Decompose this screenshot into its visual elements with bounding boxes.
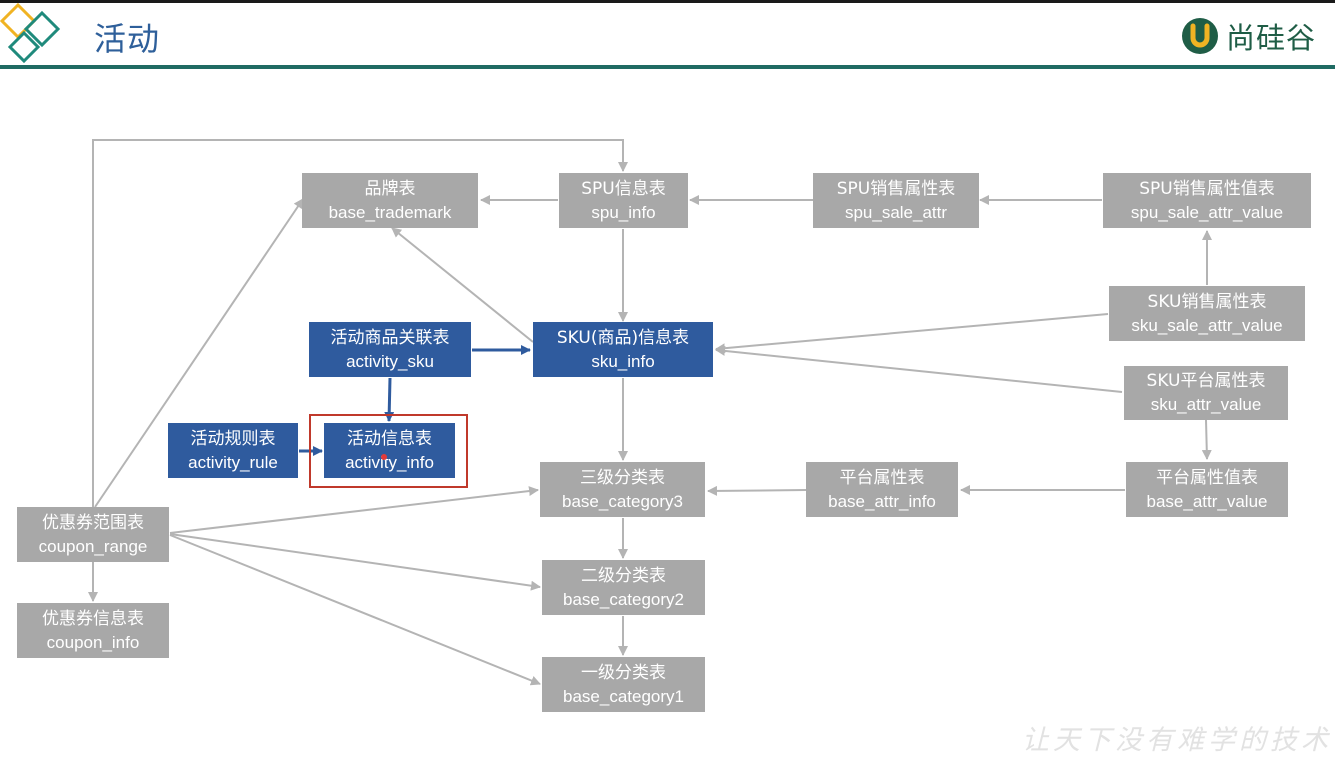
- table-cn-name: 二级分类表: [581, 565, 666, 586]
- table-en-name: sku_info: [591, 351, 655, 371]
- slogan-watermark: 让天下没有难学的技术: [1022, 725, 1332, 756]
- table-cn-name: 优惠券信息表: [42, 608, 144, 629]
- table-en-name: coupon_range: [38, 536, 148, 556]
- table-cn-name: 平台属性表: [839, 467, 925, 488]
- table-en-name: sku_attr_value: [1150, 395, 1262, 414]
- table-cn-name: 活动商品关联表: [330, 327, 450, 348]
- table-base-attr-info: 平台属性表 base_attr_info: [806, 462, 958, 517]
- table-en-name: base_category3: [562, 491, 683, 511]
- table-coupon-info: 优惠券信息表 coupon_info: [17, 603, 169, 658]
- table-cn-name: SKU销售属性表: [1147, 291, 1267, 312]
- table-en-name: coupon_info: [46, 632, 140, 652]
- table-base-category3: 三级分类表 base_category3: [540, 462, 705, 517]
- header-rule: [0, 65, 1335, 69]
- table-base-category2: 二级分类表 base_category2: [542, 560, 705, 615]
- table-coupon-range: 优惠券范围表 coupon_range: [17, 507, 169, 562]
- table-en-name: activity_rule: [188, 452, 278, 472]
- table-sku-sale-attr-value: SKU销售属性表 sku_sale_attr_value: [1109, 286, 1305, 341]
- table-activity-rule: 活动规则表 activity_rule: [168, 423, 298, 478]
- page-title: 活动: [94, 20, 161, 58]
- table-spu-sale-attr: SPU销售属性表 spu_sale_attr: [813, 173, 979, 228]
- table-cn-name: 优惠券范围表: [42, 512, 144, 533]
- u-logo-icon: [1182, 18, 1218, 54]
- edge-coupon-range-to-base-category1: [169, 534, 541, 686]
- table-cn-name: SPU销售属性值表: [1139, 178, 1275, 199]
- table-en-name: base_category1: [563, 686, 684, 706]
- table-cn-name: SPU信息表: [581, 178, 666, 199]
- table-base-trademark: 品牌表 base_trademark: [302, 173, 478, 228]
- selection-highlight-frame: [309, 414, 468, 488]
- table-spu-sale-attr-value: SPU销售属性值表 spu_sale_attr_value: [1103, 173, 1311, 228]
- table-cn-name: SKU(商品)信息表: [556, 327, 690, 348]
- table-cn-name: 一级分类表: [581, 662, 666, 683]
- brand: 尚硅谷: [1180, 14, 1316, 58]
- brand-name: 尚硅谷: [1226, 21, 1317, 55]
- edge-base-attr-info-to-base-category3: [707, 485, 807, 496]
- table-cn-name: 三级分类表: [580, 467, 665, 488]
- top-strip: [0, 0, 1335, 3]
- edge-coupon-range-to-spu-info: [92, 139, 628, 507]
- edge-sku-sale-attr-value-to-sku-info: [715, 313, 1109, 354]
- table-en-name: base_attr_value: [1146, 491, 1268, 511]
- edge-sku-attr-value-to-sku-info: [715, 345, 1123, 393]
- table-sku-attr-value: SKU平台属性表 sku_attr_value: [1124, 366, 1288, 420]
- table-en-name: spu_sale_attr: [844, 202, 948, 222]
- table-en-name: sku_sale_attr_value: [1131, 315, 1283, 335]
- diamond-logo-icon: [0, 3, 61, 64]
- edge-coupon-range-to-base-category3: [169, 486, 539, 534]
- table-en-name: spu_sale_attr_value: [1130, 202, 1284, 222]
- table-cn-name: 品牌表: [364, 178, 416, 199]
- table-cn-name: SPU销售属性表: [836, 178, 956, 199]
- table-base-category1: 一级分类表 base_category1: [542, 657, 705, 712]
- table-en-name: spu_info: [591, 202, 656, 222]
- edge-sku-attr-value-to-base-attr-value: [1201, 419, 1212, 460]
- table-base-attr-value: 平台属性值表 base_attr_value: [1126, 462, 1288, 517]
- table-en-name: activity_info: [345, 452, 434, 472]
- table-spu-info: SPU信息表 spu_info: [559, 173, 688, 228]
- edge-sku-info-to-base-trademark: [391, 227, 534, 343]
- table-en-name: base_category2: [563, 589, 684, 609]
- table-cn-name: SKU平台属性表: [1146, 371, 1266, 391]
- table-sku-info: SKU(商品)信息表 sku_info: [533, 322, 713, 377]
- edge-activity-sku-to-activity-info: [384, 377, 395, 422]
- table-en-name: base_attr_info: [828, 491, 936, 511]
- table-activity-info: 活动信息表 activity_info: [324, 423, 455, 478]
- table-activity-sku: 活动商品关联表 activity_sku: [309, 322, 471, 377]
- edge-coupon-range-to-base-category2: [169, 533, 541, 591]
- edge-coupon-range-to-base-trademark: [94, 198, 304, 508]
- table-cn-name: 活动规则表: [190, 428, 276, 449]
- table-cn-name: 平台属性值表: [1156, 467, 1258, 488]
- table-cn-name: 活动信息表: [347, 428, 432, 449]
- table-en-name: base_trademark: [328, 202, 452, 222]
- table-en-name: activity_sku: [346, 351, 434, 371]
- pointer-dot: [381, 454, 387, 460]
